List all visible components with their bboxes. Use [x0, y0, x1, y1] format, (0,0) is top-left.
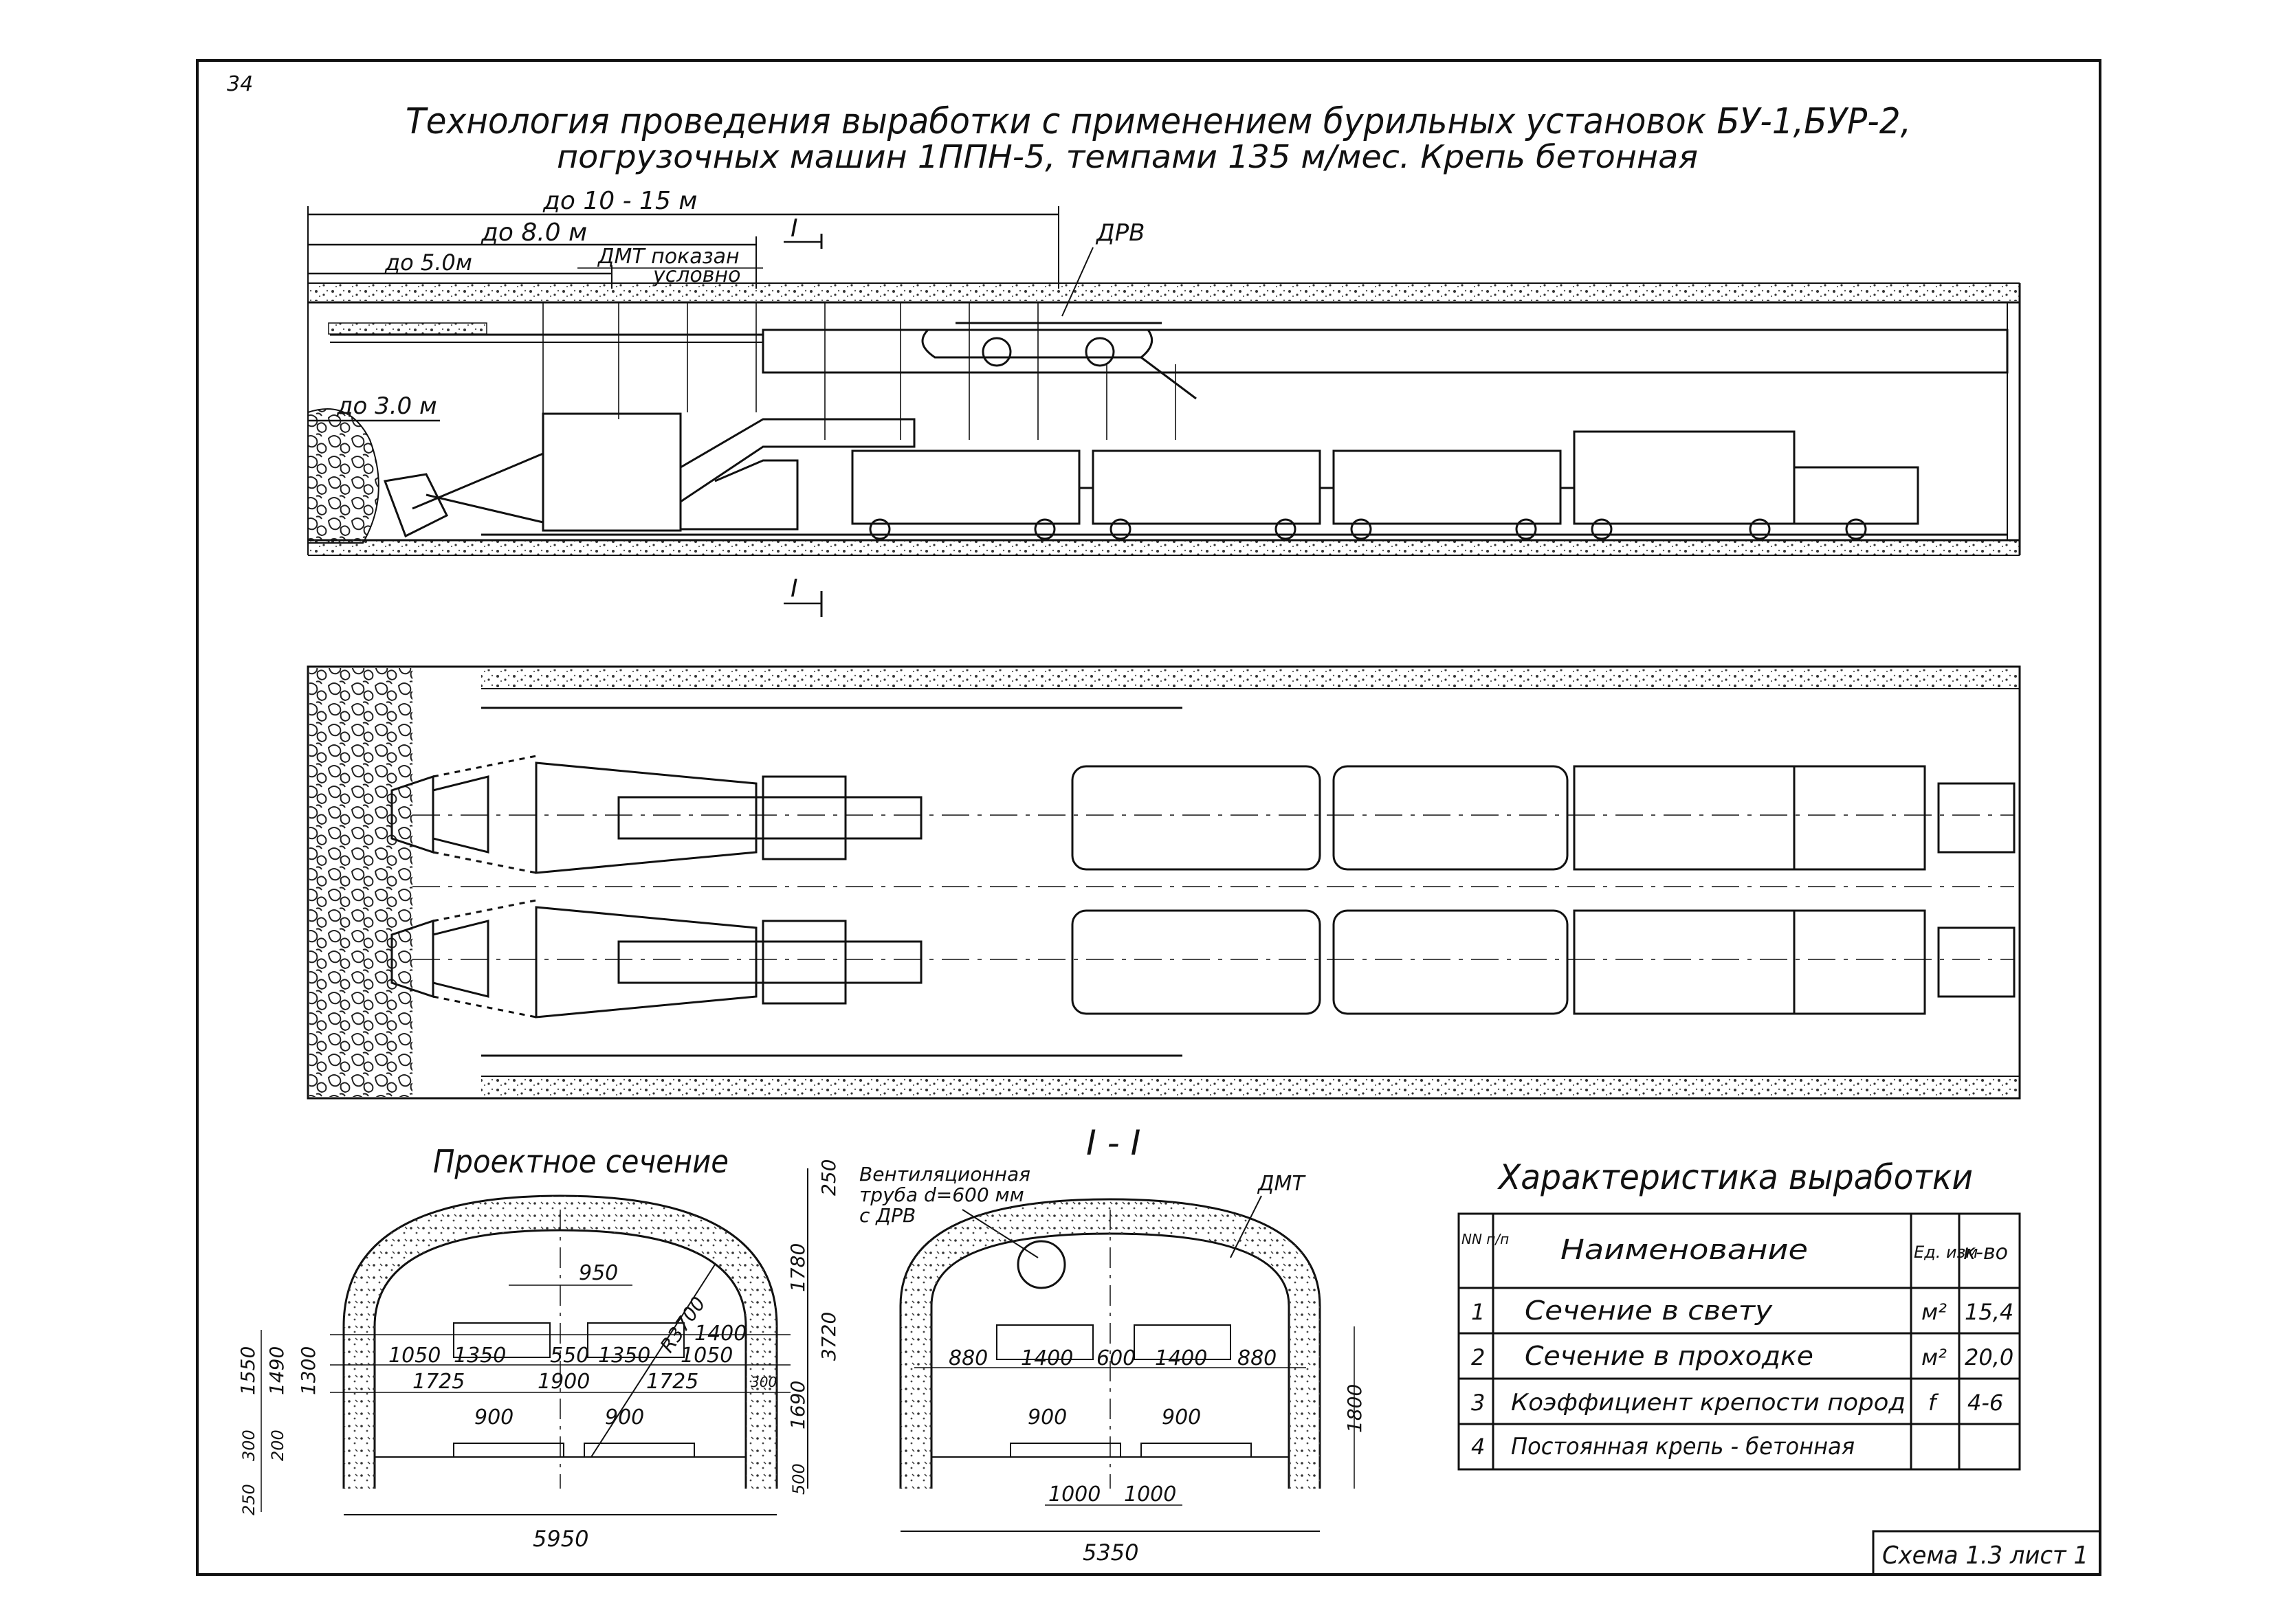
row-4-name: Постоянная крепь - бетонная: [1511, 1433, 1855, 1460]
s11-dim-900a: 900: [1028, 1405, 1067, 1430]
dim-10-15: до 10 - 15 м: [542, 187, 697, 215]
ps-dim-3720: 3720: [817, 1312, 840, 1361]
ps-dim-250-left: 250: [239, 1484, 258, 1515]
ps-dim-1490: 1490: [265, 1346, 288, 1395]
dim-8: до 8.0 м: [481, 219, 587, 247]
row-3-name: Коэффициент крепости пород: [1511, 1389, 1906, 1416]
vent-label-3: с ДРВ: [859, 1204, 916, 1227]
ps-dim-1300: 1300: [297, 1346, 320, 1395]
ps-dim-200: 200: [268, 1430, 287, 1461]
ps-dim-300-left: 300: [239, 1430, 258, 1461]
dim-3: до 3.0 м: [336, 392, 437, 420]
ps-dim-1725b: 1725: [646, 1370, 698, 1394]
vent-label-1: Вентиляционная: [859, 1163, 1030, 1186]
dim-5: до 5.0м: [384, 249, 472, 276]
ps-dim-1725a: 1725: [412, 1370, 465, 1394]
row-3-unit: f: [1928, 1390, 1939, 1416]
s11-dim-1400a: 1400: [1021, 1346, 1073, 1370]
row-1-num: 1: [1471, 1299, 1485, 1325]
section-1-1: I - I Вентиляционная труба d=600 мм с ДР…: [859, 1123, 1366, 1566]
th-unit: Ед. изм: [1914, 1243, 1978, 1262]
row-3-qty: 4-6: [1967, 1390, 2003, 1416]
s11-dim-1000b: 1000: [1124, 1482, 1176, 1506]
ps-dim-1900: 1900: [538, 1370, 590, 1394]
ps-dim-500: 500: [789, 1463, 808, 1495]
s11-dim-1000a: 1000: [1048, 1482, 1101, 1506]
row-2-unit: м²: [1921, 1344, 1947, 1370]
s11-dim-5350: 5350: [1083, 1539, 1138, 1566]
vent-pipe-icon: [1017, 1240, 1066, 1289]
project-section: Проектное сечение 950 R3700 1050 1350 55…: [236, 1143, 840, 1552]
th-num: NN п/п: [1461, 1231, 1509, 1247]
drv-carriage: [921, 322, 1197, 400]
th-qty: к-во: [1963, 1241, 2008, 1265]
section-1-1-title: I - I: [1086, 1123, 1140, 1163]
drv-label: ДРВ: [1095, 219, 1145, 247]
table-row: 4 Постоянная крепь - бетонная: [1471, 1433, 1855, 1460]
section-mark-bottom: I: [791, 575, 798, 603]
plan-view: [307, 665, 2021, 1100]
ps-dim-950: 950: [579, 1261, 618, 1285]
s11-dim-1800: 1800: [1343, 1384, 1366, 1433]
row-3-num: 3: [1471, 1390, 1485, 1416]
s11-dim-900b: 900: [1162, 1405, 1201, 1430]
s11-dim-880a: 880: [949, 1346, 988, 1370]
row-4-num: 4: [1471, 1434, 1485, 1460]
row-1-unit: м²: [1921, 1299, 1947, 1325]
sheet-frame: [196, 59, 2101, 1576]
row-1-name: Сечение в свету: [1525, 1295, 1773, 1326]
ps-dim-5950: 5950: [533, 1526, 588, 1552]
ps-dim-1350b: 1350: [598, 1344, 650, 1368]
stamp-text: Схема 1.3 лист 1: [1882, 1542, 2088, 1570]
row-2-name: Сечение в проходке: [1525, 1341, 1813, 1371]
vent-label-2: труба d=600 мм: [859, 1183, 1024, 1206]
ps-dim-300-right: 300: [751, 1374, 777, 1390]
characteristics-table: [1457, 1212, 2021, 1471]
page-number: 34: [227, 72, 253, 96]
ps-dim-1780: 1780: [786, 1243, 809, 1292]
ps-dim-1050b: 1050: [681, 1344, 733, 1368]
th-name: Наименование: [1560, 1234, 1808, 1266]
table-row: 1 Сечение в свету м² 15,4: [1471, 1295, 2013, 1326]
title-line-1: Технология проведения выработки с примен…: [406, 101, 1911, 142]
s11-dim-1400b: 1400: [1155, 1346, 1207, 1370]
ps-dim-1050a: 1050: [388, 1344, 441, 1368]
table-row: 2 Сечение в проходке м² 20,0: [1471, 1341, 2013, 1371]
row-2-qty: 20,0: [1965, 1344, 2013, 1370]
ps-dim-1550: 1550: [236, 1346, 259, 1395]
ps-dim-1400: 1400: [694, 1322, 747, 1346]
dmt-label: ДМТ: [1257, 1172, 1306, 1196]
mine-cars: [851, 430, 1919, 540]
dmt-note-1: ДМТ показан: [597, 245, 740, 269]
characteristics-block: Характеристика выработки NN п/п Наименов…: [1457, 1157, 2021, 1471]
ps-dim-900b: 900: [605, 1405, 644, 1430]
stamp-box: [1872, 1530, 2101, 1576]
row-2-num: 2: [1471, 1344, 1485, 1370]
title-line-2: погрузочных машин 1ППН-5, темпами 135 м/…: [557, 138, 1698, 175]
s11-dim-880b: 880: [1237, 1346, 1277, 1370]
project-section-title: Проектное сечение: [433, 1143, 729, 1180]
ps-dim-250-top: 250: [817, 1159, 840, 1196]
loader-machine: [383, 412, 916, 538]
ps-dim-1350a: 1350: [454, 1344, 506, 1368]
ps-dim-900a: 900: [474, 1405, 514, 1430]
characteristics-title: Характеристика выработки: [1497, 1157, 1973, 1197]
elevation-view: до 10 - 15 м до 8.0 м до 5.0м ДМТ показа…: [307, 187, 2021, 617]
section-mark-top: I: [791, 214, 798, 243]
ps-dim-550: 550: [550, 1344, 589, 1368]
row-1-qty: 15,4: [1965, 1299, 2013, 1325]
s11-dim-600: 600: [1096, 1346, 1136, 1370]
ps-dim-1690: 1690: [786, 1381, 809, 1430]
table-row: 3 Коэффициент крепости пород f 4-6: [1471, 1389, 2003, 1416]
